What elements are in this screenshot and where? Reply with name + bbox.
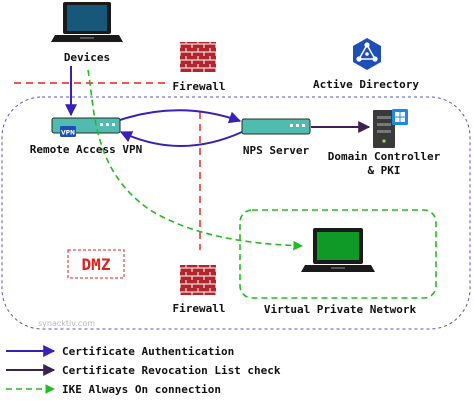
virtual-private-network-label: Virtual Private Network — [264, 303, 417, 316]
arrow-ike-devices-to-vpn-laptop — [87, 69, 303, 251]
server-tower-icon — [373, 110, 395, 148]
laptop-icon — [51, 2, 123, 42]
domain-controller-label-line2: & PKI — [367, 164, 400, 177]
arrow-nps-to-vpn — [119, 131, 243, 147]
vpn-badge-label: VPN — [61, 130, 75, 137]
devices-label: Devices — [64, 51, 110, 64]
firewall-bottom-icon — [180, 265, 216, 295]
firewall-top-icon — [180, 42, 216, 72]
arrow-vpn-to-nps — [119, 109, 242, 124]
legend-revocation-label: Certificate Revocation List check — [62, 364, 281, 377]
vpn-network-boundary — [239, 209, 437, 299]
active-directory-icon — [353, 38, 381, 70]
domain-controller-label-line1: Domain Controller — [328, 150, 441, 163]
network-boundary — [1, 96, 471, 330]
legend: Certificate Authentication Certificate R… — [6, 345, 281, 396]
legend-auth-label: Certificate Authentication — [62, 345, 234, 358]
remote-access-vpn-label: Remote Access VPN — [30, 143, 143, 156]
firewall-bottom-label: Firewall — [173, 302, 226, 315]
dmz-label: DMZ — [82, 255, 111, 274]
nps-server-label: NPS Server — [243, 144, 310, 157]
firewall-top-label: Firewall — [173, 80, 226, 93]
watermark: synacktiv.com — [38, 319, 95, 328]
active-directory-label: Active Directory — [313, 78, 419, 91]
dmz-box — [67, 249, 125, 279]
windows-logo-icon — [392, 109, 408, 125]
vpn-badge: VPN — [60, 126, 76, 137]
nps-server-icon — [241, 118, 311, 135]
vpn-laptop-icon — [301, 228, 375, 272]
legend-ike-label: IKE Always On connection — [62, 383, 221, 396]
